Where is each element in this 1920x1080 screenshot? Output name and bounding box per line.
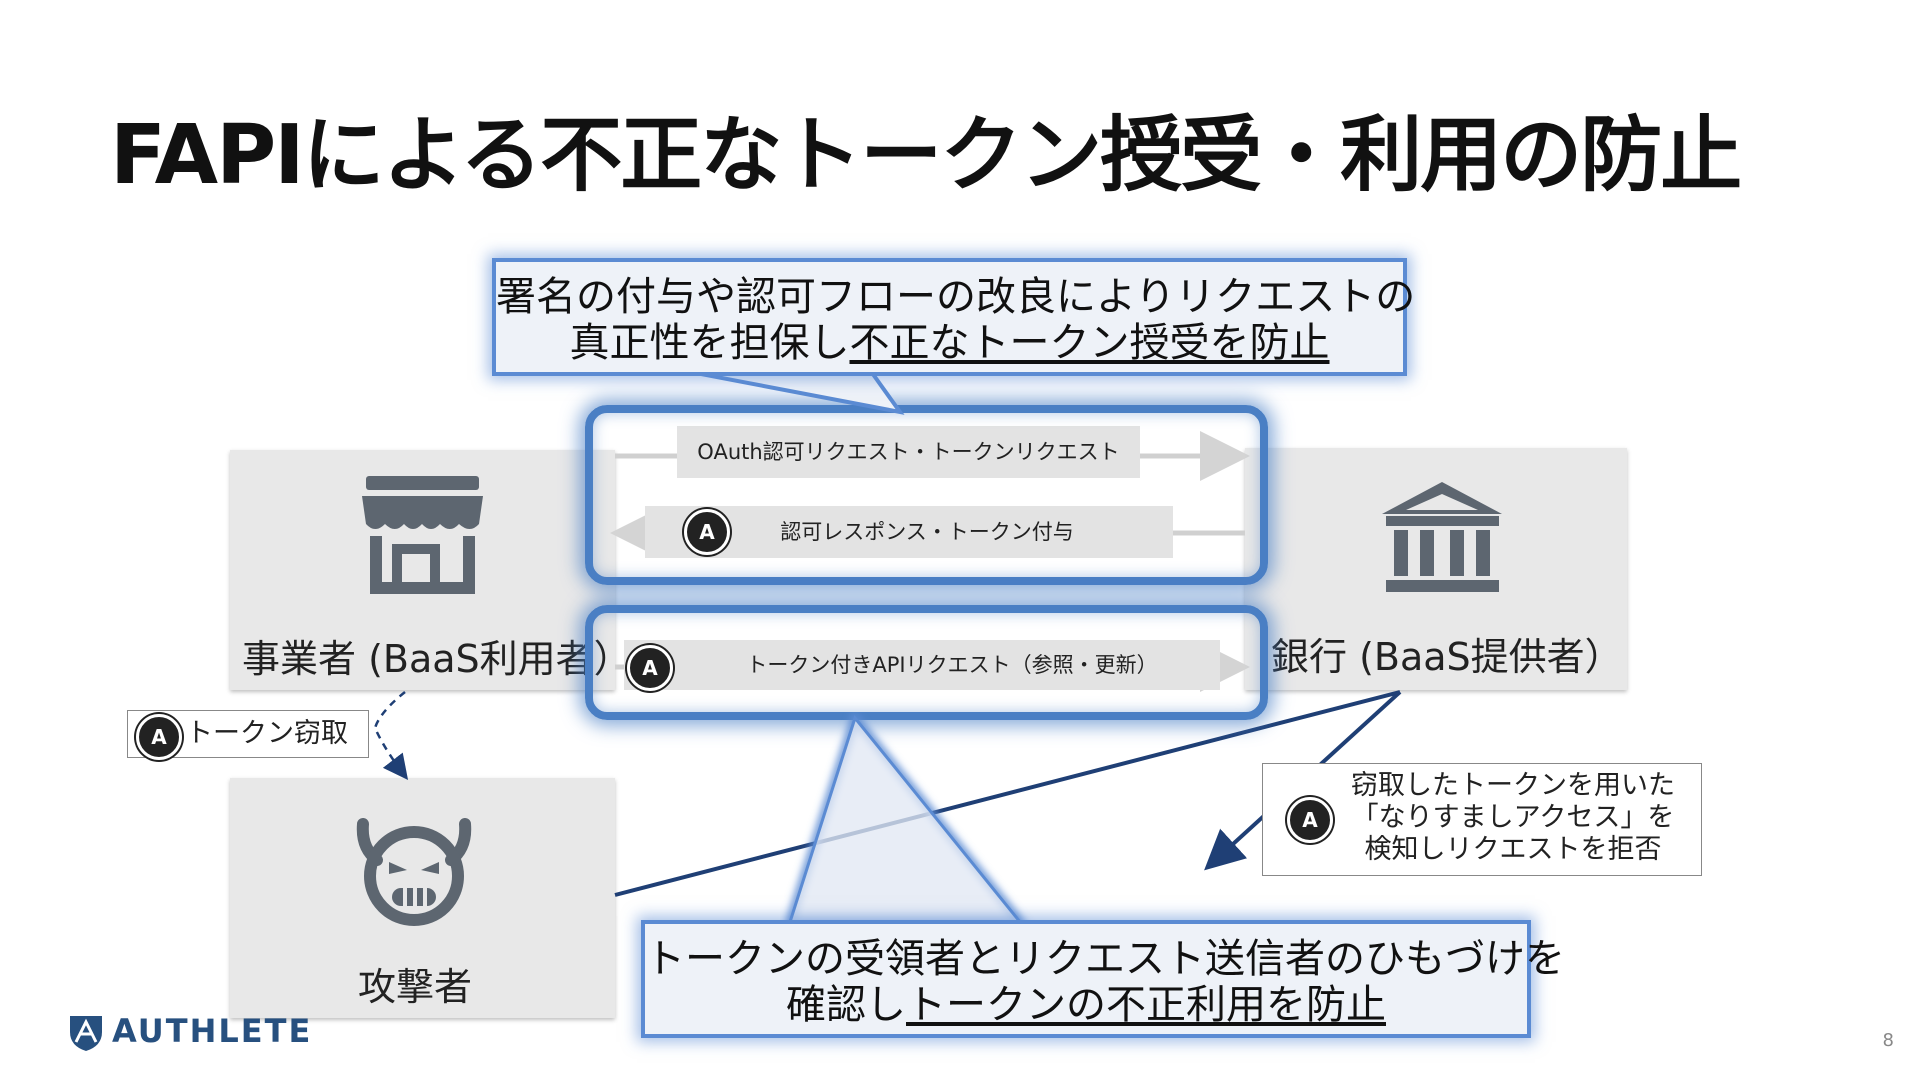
rejection-note: A 窃取したトークンを用いた 「なりすましアクセス」を 検知しリクエストを拒否 bbox=[1262, 763, 1702, 876]
logo-text: AUTHLETE bbox=[112, 1012, 313, 1050]
auth-response-text: 認可レスポンス・トークン付与 bbox=[780, 520, 1074, 544]
callout-top-line2: 真正性を担保し不正なトークン授受を防止 bbox=[496, 320, 1403, 366]
callout-top-line2-emphasis: 不正なトークン授受を防止 bbox=[849, 320, 1330, 366]
authlete-badge-icon: A bbox=[684, 509, 730, 555]
callout-bottom: トークンの受領者とリクエスト送信者のひもづけを 確認しトークンの不正利用を防止 bbox=[641, 920, 1565, 1038]
api-request-label: トークン付きAPIリクエスト（参照・更新） bbox=[624, 640, 1220, 690]
business-label: 事業者 (BaaS利用者） bbox=[242, 637, 632, 681]
authlete-badge-icon: A bbox=[627, 645, 673, 691]
attacker-label: 攻撃者 bbox=[358, 965, 473, 1009]
callout-bottom-tail bbox=[784, 712, 1029, 926]
rejection-text: 窃取したトークンを用いた 「なりすましアクセス」を 検知しリクエストを拒否 bbox=[1333, 770, 1693, 866]
callout-bottom-line1: トークンの受領者とリクエスト送信者のひもづけを bbox=[645, 936, 1565, 982]
token-theft-note: A トークン窃取 bbox=[127, 710, 369, 760]
authlete-shield-icon bbox=[70, 1016, 102, 1051]
page-title: FAPIによる不正なトークン授受・利用の防止 bbox=[110, 108, 1742, 203]
impersonation-line bbox=[614, 690, 1401, 897]
devil-face-icon bbox=[356, 818, 472, 926]
authlete-badge-icon: A bbox=[136, 714, 182, 760]
rejection-line3: 検知しリクエストを拒否 bbox=[1364, 834, 1662, 865]
authlete-badge-icon: A bbox=[1287, 797, 1333, 843]
bank-label: 銀行 (BaaS提供者） bbox=[1271, 635, 1623, 679]
business-panel: 事業者 (BaaS利用者） bbox=[230, 450, 632, 690]
rejection-line1: 窃取したトークンを用いた bbox=[1351, 770, 1675, 801]
storefront-icon bbox=[362, 476, 483, 594]
auth-response-label: 認可レスポンス・トークン付与 bbox=[645, 506, 1173, 558]
token-theft-text: トークン窃取 bbox=[186, 718, 348, 749]
rejection-line2: 「なりすましアクセス」を bbox=[1351, 802, 1675, 833]
api-request-text: トークン付きAPIリクエスト（参照・更新） bbox=[746, 653, 1158, 677]
page-number: 8 bbox=[1882, 1030, 1894, 1051]
callout-top-tail bbox=[680, 370, 905, 415]
callout-top-line2-plain: 真正性を担保し bbox=[569, 320, 850, 366]
callout-bottom-line2-plain: 確認し bbox=[786, 982, 906, 1028]
bank-icon bbox=[1382, 482, 1502, 592]
callout-top: 署名の付与や認可フローの改良によりリクエストの 真正性を担保し不正なトークン授受… bbox=[492, 258, 1416, 376]
callout-bottom-line2: 確認しトークンの不正利用を防止 bbox=[645, 982, 1527, 1028]
theft-arrow bbox=[373, 691, 409, 780]
callout-top-line1: 署名の付与や認可フローの改良によりリクエストの bbox=[496, 274, 1416, 320]
callout-bottom-line2-emphasis: トークンの不正利用を防止 bbox=[906, 982, 1386, 1028]
bank-panel: 銀行 (BaaS提供者） bbox=[1245, 448, 1627, 690]
auth-flow-highlight bbox=[585, 405, 1268, 585]
attacker-panel: 攻撃者 bbox=[230, 778, 615, 1018]
api-flow-highlight bbox=[585, 605, 1268, 720]
auth-request-label: OAuth認可リクエスト・トークンリクエスト bbox=[677, 426, 1140, 478]
